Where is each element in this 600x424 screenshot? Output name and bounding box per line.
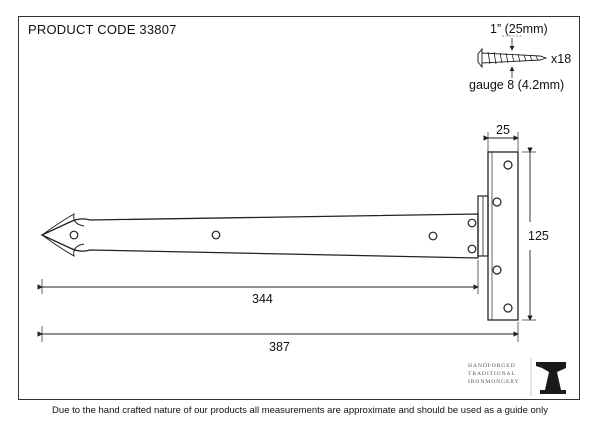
plate-hole	[492, 265, 502, 275]
hinge-strap	[40, 213, 479, 259]
strap-hole	[467, 244, 477, 254]
screw-gauge-label: gauge 8 (4.2mm)	[469, 78, 565, 92]
plate-hole	[503, 160, 513, 170]
overall-length-label: 387	[269, 340, 290, 354]
brand-wordmark: HANDFORGED TRADITIONAL IRONMONGERY	[468, 362, 530, 386]
plate-hole	[503, 303, 513, 313]
brand-line: HANDFORGED	[468, 363, 516, 369]
strap-hole	[428, 231, 438, 241]
anvil-logo-icon	[536, 362, 566, 394]
strap-hole	[211, 230, 221, 240]
product-code: PRODUCT CODE 33807	[28, 22, 177, 37]
screw-quantity-label: x18	[551, 52, 572, 66]
brand-line: TRADITIONAL	[468, 371, 516, 377]
screw-icon	[477, 35, 548, 78]
brand-line: IRONMONGERY	[468, 379, 520, 385]
strap-length-label: 344	[252, 292, 273, 306]
plate-width-label: 25	[496, 123, 510, 137]
plate-hole	[492, 197, 502, 207]
hinge-plate	[487, 151, 519, 321]
strap-hole	[69, 230, 79, 240]
drawing-frame	[18, 16, 580, 400]
screw-length-label: 1” (25mm)	[490, 22, 548, 36]
plate-height-label: 125	[528, 229, 549, 243]
footer-disclaimer: Due to the hand crafted nature of our pr…	[52, 405, 548, 416]
strap-hole	[467, 218, 477, 228]
